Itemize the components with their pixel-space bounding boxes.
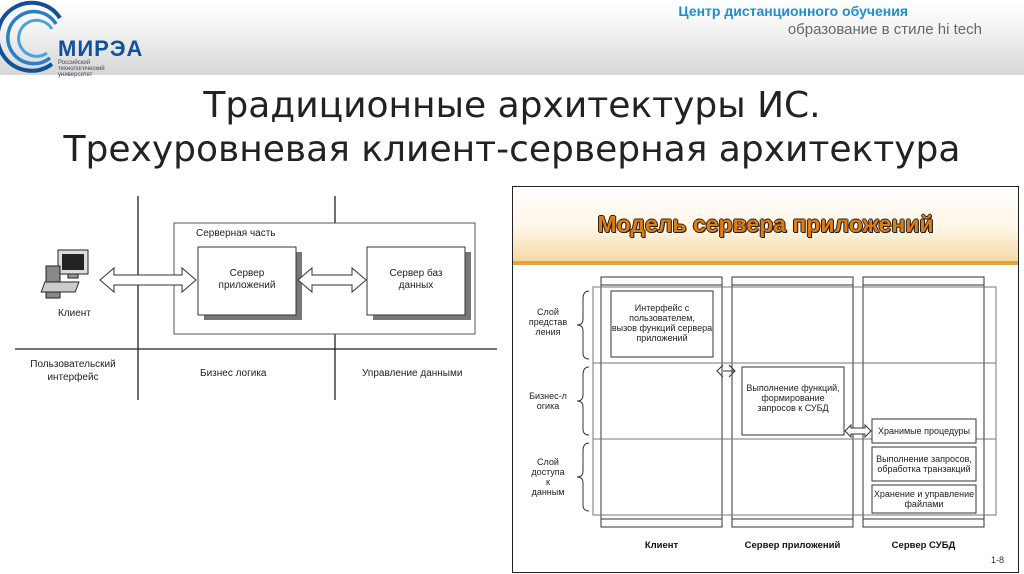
header-band — [0, 0, 1024, 75]
row2-line2: огика — [536, 401, 560, 411]
app-server-model-slide: Модель сервера приложений Слой представ … — [512, 186, 1019, 573]
row-data-access-label: Слой доступа к данным — [519, 457, 577, 497]
row3-line3: к — [546, 477, 550, 487]
client-box-line1: Интерфейс с — [634, 303, 690, 313]
layer-business-label: Бизнес логика — [200, 368, 267, 379]
layer-ui-line1: Пользовательский — [30, 359, 116, 370]
db-box3-line1: Хранение и управление — [873, 489, 975, 499]
logo-text: МИРЭА — [58, 36, 144, 61]
model-title: Модель сервера приложений — [597, 211, 934, 237]
db-box2-line1: Выполнение запросов, — [876, 454, 972, 464]
app-box-line1: Выполнение функций, — [746, 383, 840, 393]
client-ui-box: Интерфейс с пользователем, вызов функций… — [611, 303, 713, 343]
client-box-line2: пользователем, — [629, 313, 695, 323]
app-box-line3: запросов к СУБД — [757, 403, 829, 413]
client-label: Клиент — [58, 308, 91, 319]
row1-line2: представ — [528, 317, 568, 327]
logo-arcs-icon — [0, 0, 62, 73]
query-execution-box: Выполнение запросов, обработка транзакци… — [872, 454, 976, 474]
client-box-line3: вызов функций сервера — [611, 323, 713, 333]
row3-line2: доступа — [531, 467, 565, 477]
logo-subtitle: Российский технологический университет — [58, 60, 105, 78]
center-subtitle: образование в стиле hi tech — [787, 21, 982, 38]
slide-title-line1: Традиционные архитектуры ИС. — [203, 85, 821, 126]
layer-data-label: Управление данными — [362, 368, 463, 379]
row-presentation-label: Слой представ ления — [519, 307, 577, 337]
app-box-line2: формирование — [761, 393, 825, 403]
three-tier-diagram-lines — [15, 196, 497, 400]
center-title: Центр дистанционного обучения — [678, 3, 908, 19]
server-part-label: Серверная часть — [196, 228, 276, 239]
app-server-line1: Сервер — [229, 268, 265, 279]
col-app-server-label: Сервер приложений — [744, 540, 841, 551]
app-functions-box: Выполнение функций, формирование запросо… — [742, 383, 844, 413]
client-computer-icon — [40, 249, 89, 299]
app-server-line2: приложений — [218, 280, 276, 291]
client-box-line4: приложений — [636, 333, 688, 343]
row-business-label: Бизнес-л огика — [519, 391, 577, 411]
slide-title: Традиционные архитектуры ИС. Трехуровнев… — [0, 84, 1024, 172]
three-tier-diagram: Серверная часть Клиент Сервер приложений… — [0, 190, 500, 410]
row3-line4: данным — [531, 487, 565, 497]
layer-ui-label: Пользовательский интерфейс — [18, 358, 128, 384]
app-server-box: Сервер приложений — [198, 268, 296, 292]
slide-title-line2: Трехуровневая клиент-серверная архитекту… — [63, 129, 961, 170]
model-title-rule — [513, 261, 1018, 265]
model-grid — [576, 276, 997, 528]
db-box3-line2: файлами — [904, 499, 944, 509]
mirea-logo: МИРЭА Российский технологический универс… — [0, 0, 180, 80]
stored-procedures-box: Хранимые процедуры — [877, 426, 971, 436]
row1-line3: ления — [535, 327, 561, 337]
model-title-bar — [513, 187, 1018, 261]
row2-line1: Бизнес-л — [529, 391, 567, 401]
page-number: 1-8 — [991, 555, 1005, 565]
row3-line1: Слой — [537, 457, 559, 467]
col-client-label: Клиент — [644, 540, 679, 551]
col-dbms-label: Сервер СУБД — [891, 540, 956, 551]
db-server-line2: данных — [398, 280, 434, 291]
db-server-box: Сервер баз данных — [367, 268, 465, 292]
row1-line1: Слой — [537, 307, 559, 317]
db-server-line1: Сервер баз — [389, 268, 443, 279]
file-storage-box: Хранение и управление файлами — [872, 489, 976, 509]
db-box2-line2: обработка транзакций — [877, 464, 971, 474]
layer-ui-line2: интерфейс — [47, 372, 99, 383]
